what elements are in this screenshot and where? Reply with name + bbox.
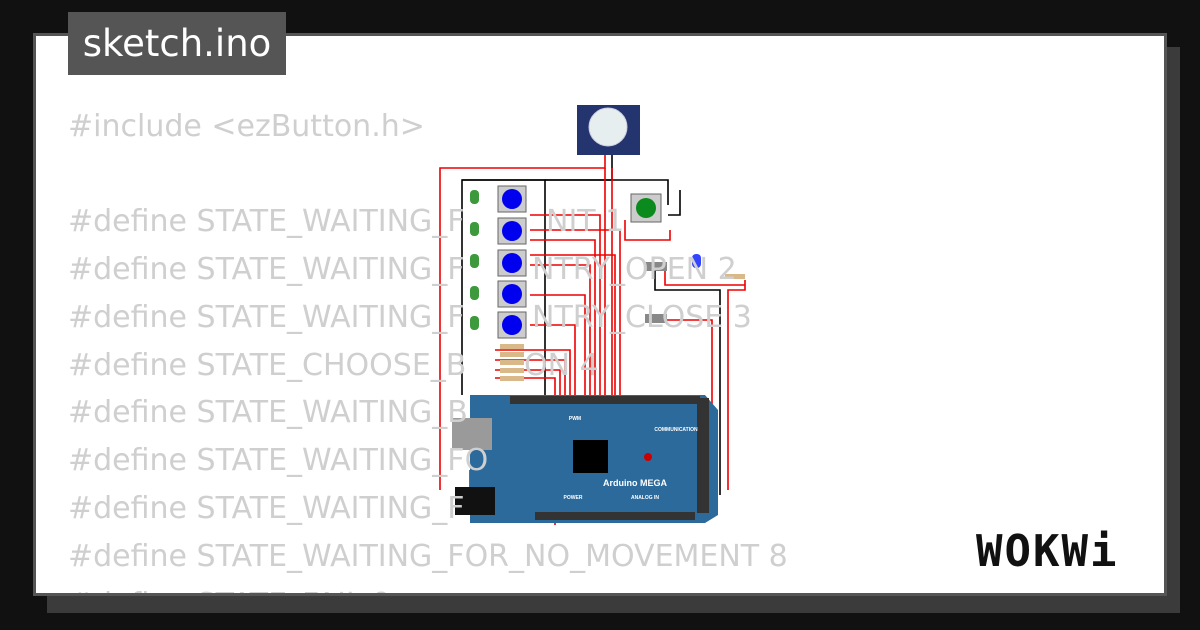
analog-in-label: ANALOG IN [631,495,659,501]
board-label: Arduino MEGA [603,478,667,488]
wokwi-logo: WOKWi [976,526,1119,577]
blue-led [692,254,701,268]
pir-sensor [577,105,640,155]
communication-label: COMMUNICATION [654,427,698,433]
green-leds [470,190,479,330]
arduino-mega: Arduino MEGA PWM COMMUNICATION POWER ANA… [452,395,718,523]
file-tab: sketch.ino [68,12,286,75]
slide-switches [645,262,667,323]
circuit-diagram: Arduino MEGA PWM COMMUNICATION POWER ANA… [439,105,746,525]
preview-card: Arduino MEGA PWM COMMUNICATION POWER ANA… [33,33,1167,596]
resistors [500,274,745,381]
pushbuttons [497,185,662,339]
pwm-label: PWM [569,416,581,422]
power-label: POWER [564,495,583,501]
